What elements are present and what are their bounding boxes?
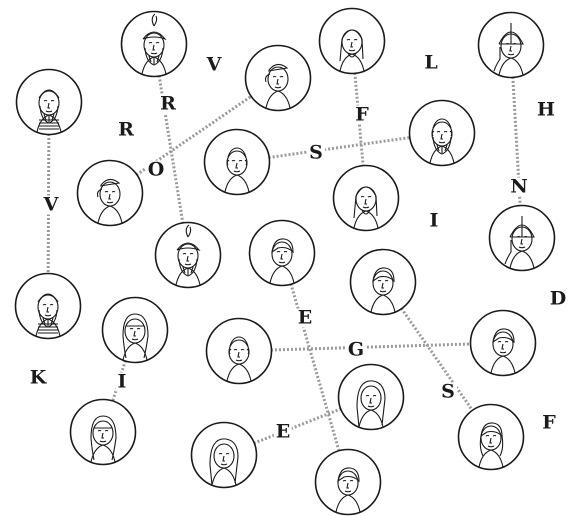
loose-letter: K bbox=[27, 366, 49, 389]
portrait-veiled-woman-left[interactable] bbox=[101, 296, 169, 364]
portrait-drawing bbox=[203, 128, 271, 196]
connection-letter: S bbox=[439, 380, 457, 403]
portrait-hooded-figure[interactable] bbox=[190, 421, 258, 489]
portrait-drawing bbox=[488, 204, 556, 272]
connection-letter: N bbox=[508, 175, 530, 198]
portrait-drawing bbox=[477, 11, 545, 79]
connection-line bbox=[109, 76, 279, 195]
connection-letter: E bbox=[295, 306, 315, 329]
loose-letter: H bbox=[535, 98, 557, 121]
loose-letter: R bbox=[116, 118, 136, 141]
portrait-young-man-lower-right[interactable] bbox=[469, 309, 537, 377]
portrait-boy-bottom[interactable] bbox=[314, 448, 382, 516]
portrait-drawing bbox=[314, 448, 382, 516]
connection-letter: E bbox=[273, 420, 293, 443]
portrait-cap-man-top[interactable] bbox=[244, 44, 312, 112]
portrait-drawing bbox=[457, 403, 525, 471]
connection-letter: O bbox=[145, 158, 167, 181]
portrait-drawing bbox=[14, 272, 82, 340]
portrait-helmet-right[interactable] bbox=[488, 204, 556, 272]
portrait-drawing bbox=[332, 164, 400, 232]
loose-letter: I bbox=[427, 209, 441, 232]
portrait-drawing bbox=[190, 421, 258, 489]
portrait-drawing bbox=[120, 10, 188, 78]
portrait-veiled-woman-lower[interactable] bbox=[69, 398, 137, 466]
portrait-drawing bbox=[15, 68, 83, 136]
connection-letter: G bbox=[345, 338, 367, 361]
portrait-bearded-striped[interactable] bbox=[15, 68, 83, 136]
portrait-drawing bbox=[76, 159, 144, 227]
connection-line bbox=[236, 131, 443, 164]
portrait-cap-profile-left[interactable] bbox=[76, 159, 144, 227]
portrait-long-hair-top[interactable] bbox=[318, 7, 386, 75]
connection-letter: R bbox=[158, 92, 178, 115]
portrait-drawing bbox=[154, 221, 222, 289]
connection-letter: I bbox=[115, 370, 129, 393]
portrait-helmet-top[interactable] bbox=[477, 11, 545, 79]
connection-letter: F bbox=[353, 103, 371, 126]
portrait-drawing bbox=[101, 296, 169, 364]
portrait-drawing bbox=[337, 363, 405, 431]
portrait-drawing bbox=[349, 248, 417, 316]
portrait-drawing bbox=[248, 219, 316, 287]
portrait-drawing bbox=[408, 99, 476, 167]
connection-line bbox=[238, 341, 504, 353]
portrait-cloaked-figure[interactable] bbox=[337, 363, 405, 431]
portrait-drawing bbox=[244, 44, 312, 112]
portrait-balding-man[interactable] bbox=[205, 317, 273, 385]
portrait-turban-center[interactable] bbox=[154, 221, 222, 289]
portrait-drawing bbox=[318, 7, 386, 75]
portrait-boy-center[interactable] bbox=[248, 219, 316, 287]
portrait-long-hair-center[interactable] bbox=[332, 164, 400, 232]
loose-letter: D bbox=[547, 287, 569, 310]
portrait-bearded-striped-lower[interactable] bbox=[14, 272, 82, 340]
loose-letter: L bbox=[422, 51, 440, 74]
portrait-drawing bbox=[205, 317, 273, 385]
loose-letter: F bbox=[540, 411, 558, 434]
portrait-drawing bbox=[69, 398, 137, 466]
connection-letter: V bbox=[204, 53, 224, 76]
portrait-gray-hair-center[interactable] bbox=[203, 128, 271, 196]
connection-letter: V bbox=[41, 193, 61, 216]
portrait-turban-bearded-top[interactable] bbox=[120, 10, 188, 78]
connection-letter: S bbox=[307, 141, 325, 164]
portrait-young-man-right[interactable] bbox=[349, 248, 417, 316]
portrait-drawing bbox=[469, 309, 537, 377]
portrait-old-man-right[interactable] bbox=[408, 99, 476, 167]
portrait-girl-bottom-right[interactable] bbox=[457, 403, 525, 471]
